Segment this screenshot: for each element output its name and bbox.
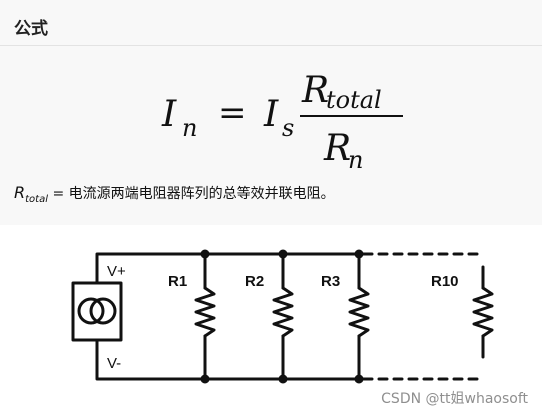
formula-numerator: R <box>301 70 329 111</box>
resistor-r10 <box>472 265 494 359</box>
resistor-r2 <box>272 252 294 381</box>
junction-dot <box>200 374 210 384</box>
watermark: CSDN @tt姐whaosoft <box>381 391 528 407</box>
formula-factor-sub: s <box>282 114 294 142</box>
description-symbol: R <box>14 183 26 202</box>
junction-dot <box>200 249 210 259</box>
formula-panel: 公式 I n = I s R total R n Rtotal = 电流源两端电… <box>0 19 542 205</box>
resistor-label-r1: R1 <box>168 273 187 290</box>
top-wire <box>95 252 366 285</box>
section-title: 公式 <box>14 19 48 39</box>
resistor-label-r3: R3 <box>321 273 340 290</box>
formula-description: Rtotal = 电流源两端电阻器阵列的总等效并联电阻。 <box>14 183 335 205</box>
formula-factor: I <box>263 94 279 135</box>
current-source-box <box>71 281 123 342</box>
source-plus-label: V+ <box>107 263 126 280</box>
description-symbol-sub: total <box>25 194 48 205</box>
resistor-label-r2: R2 <box>245 273 264 290</box>
formula-lhs-sub: n <box>182 114 197 142</box>
formula: I n = I s R total R n <box>161 70 403 174</box>
description-text: = 电流源两端电阻器阵列的总等效并联电阻。 <box>48 186 335 202</box>
junction-dot <box>278 374 288 384</box>
formula-denominator-sub: n <box>348 146 363 174</box>
divider <box>0 45 542 46</box>
formula-numerator-sub: total <box>326 86 382 114</box>
resistor-r3 <box>348 252 370 381</box>
junction-dot <box>278 249 288 259</box>
junction-dot <box>354 249 364 259</box>
bottom-wire <box>95 338 366 381</box>
current-source-circle-right <box>89 297 117 325</box>
formula-equals: = <box>218 93 247 133</box>
circuit-diagram: V+ V- R1 R2 R3 R10 <box>71 249 494 384</box>
formula-lhs: I <box>161 94 177 135</box>
current-source-circle-left <box>77 297 105 325</box>
source-minus-label: V- <box>107 355 121 372</box>
formula-denominator: R <box>323 128 351 169</box>
junction-dot <box>354 374 364 384</box>
resistor-label-r10: R10 <box>431 273 459 290</box>
resistor-r1 <box>194 252 216 381</box>
